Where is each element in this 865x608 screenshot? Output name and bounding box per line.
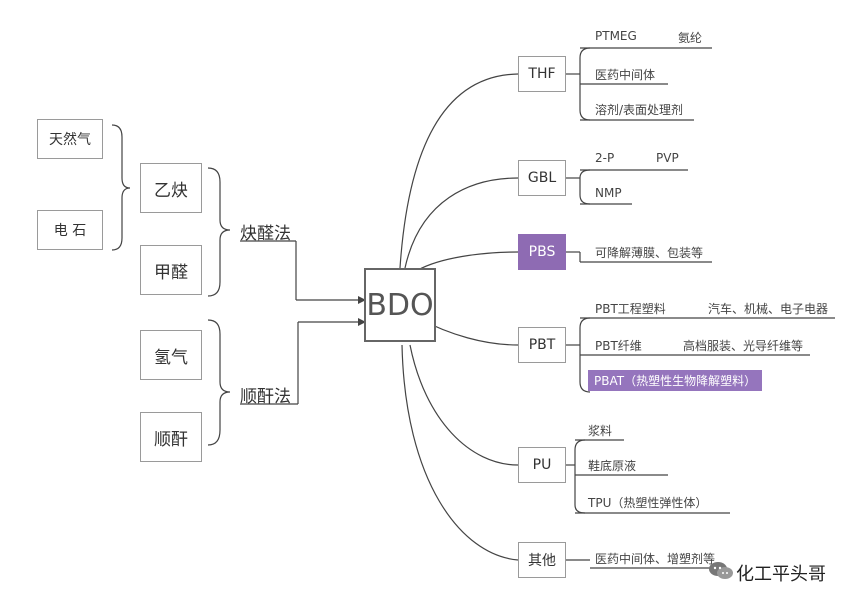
category-pu: PU [518,447,566,483]
center-label: BDO [366,287,434,323]
intermediate-label: 氢气 [154,347,188,368]
item-solvent: 溶剂/表面处理剂 [595,103,684,117]
item-spandex: 氨纶 [678,31,703,45]
category-label: THF [528,66,556,82]
source-natural-gas: 天然气 [37,119,103,159]
item-pbt-fiber: PBT纤维 [595,339,642,353]
category-label: PBS [528,244,556,260]
category-label: PU [532,457,552,473]
category-label: GBL [527,170,557,186]
source-label: 天然气 [49,132,91,148]
item-other-pharma: 医药中间体、增塑剂等 [595,552,716,566]
category-pbt: PBT [518,327,566,363]
method-maleic-anhydride: 顺酐法 [240,387,291,407]
intermediate-hydrogen: 氢气 [140,330,202,380]
item-sole-liquid: 鞋底原液 [588,459,637,473]
item-slurry: 浆料 [588,424,613,438]
method-reppe: 炔醛法 [240,224,291,244]
item-ptmeg: PTMEG [595,29,637,43]
watermark-text: 化工平头哥 [736,564,826,585]
item-apparel-fiber: 高档服装、光导纤维等 [683,339,804,353]
source-label: 电 石 [53,223,87,239]
category-label: PBT [528,337,556,353]
item-pbat: PBAT（热塑性生物降解塑料） [588,370,763,391]
intermediate-label: 顺酐 [154,429,188,450]
item-pvp: PVP [656,151,679,165]
item-pbt-engineering-plastic: PBT工程塑料 [595,302,666,316]
item-2p: 2-P [595,151,615,165]
intermediate-maleic-anhydride: 顺酐 [140,412,202,462]
item-nmp: NMP [595,186,622,200]
intermediate-label: 乙炔 [154,180,188,201]
intermediate-acetylene: 乙炔 [140,163,202,213]
item-auto-machinery: 汽车、机械、电子电器 [708,302,829,316]
intermediate-formaldehyde: 甲醛 [140,245,202,295]
item-pharma-intermediate: 医药中间体 [595,68,656,82]
category-thf: THF [518,56,566,92]
category-pbs: PBS [518,234,566,270]
chat-bubble-icon [709,562,733,579]
center-node-bdo: BDO [364,268,436,342]
category-gbl: GBL [518,160,566,196]
item-degradable-film: 可降解薄膜、包装等 [595,246,704,260]
item-tpu: TPU（热塑性弹性体） [588,496,708,510]
category-other: 其他 [518,542,566,578]
intermediate-label: 甲醛 [154,262,188,283]
source-calcium-carbide: 电 石 [37,210,103,250]
category-label: 其他 [528,553,556,569]
